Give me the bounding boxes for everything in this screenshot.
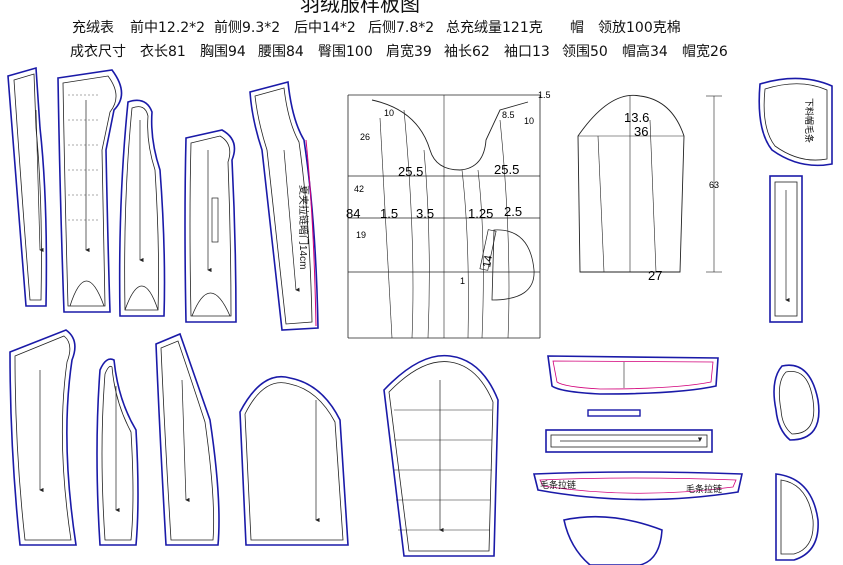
sleeve-label: 13.6 (624, 110, 649, 125)
hood-center-strip (769, 175, 803, 323)
pocket-bag-piece (773, 364, 820, 441)
pocket-facing-piece (775, 473, 819, 561)
lining-side-piece (96, 358, 139, 546)
hood-side-piece: 下料帽毛条 (758, 77, 833, 167)
fill-item: 总充绒量121克 (446, 20, 543, 36)
draft-label: 25.5 (398, 164, 423, 179)
draft-label: 1 (460, 276, 465, 286)
back-center-piece (184, 129, 237, 323)
lining-back-piece (155, 332, 220, 546)
lining-front-piece (9, 329, 77, 546)
garment-size-label: 成衣尺寸 (70, 44, 126, 60)
fur-strip-note: 毛条拉链 (686, 483, 722, 494)
size-item: 腰围84 (258, 44, 304, 60)
zipper-tab-piece (587, 409, 641, 417)
draft-label: 10 (384, 108, 394, 118)
hood-lining-piece (563, 515, 663, 565)
fill-item: 前中12.2*2 (130, 20, 206, 36)
draft-label: 42 (354, 184, 364, 194)
size-item: 领围50 (562, 44, 608, 60)
draft-label: 2.5 (504, 204, 522, 219)
size-item: 肩宽39 (386, 44, 432, 60)
sleeve-draft: 13.6 36 63 27 (577, 94, 722, 283)
draft-label: 8.5 (502, 110, 515, 120)
body-draft: 10 8.5 1.5 10 26 25.5 25.5 42 84 1.5 3.5… (346, 90, 551, 339)
sleeve-label: 63 (709, 180, 719, 190)
sleeve-label: 36 (634, 124, 648, 139)
placket-strip-piece (545, 429, 713, 453)
size-item: 臀围100 (318, 44, 373, 60)
front-side-piece (57, 69, 123, 313)
fill-item: 帽 (570, 20, 584, 36)
draft-label: 84 (346, 206, 360, 221)
hood-note: 下料帽毛条 (804, 98, 815, 143)
size-item: 衣长81 (140, 44, 186, 60)
fill-item: 后侧7.8*2 (368, 20, 435, 36)
draft-label: 1.25 (468, 206, 493, 221)
fill-item: 前侧9.3*2 (214, 20, 281, 36)
fur-strip-piece: 毛条拉链 毛条拉链 (532, 471, 743, 501)
lining-sleeve-piece (239, 376, 349, 546)
page-title: 羽绒服样板图 (300, 0, 420, 16)
collar-piece (547, 355, 719, 395)
size-item: 帽高34 (622, 44, 668, 60)
draft-label: 19 (356, 230, 366, 240)
fill-item: 后中14*2 (294, 20, 356, 36)
draft-label: 10 (524, 116, 534, 126)
shell-sleeve-piece (383, 354, 499, 557)
draft-label: 25.5 (494, 162, 519, 177)
fill-table-label: 充绒表 (72, 20, 114, 36)
draft-label: 26 (360, 132, 370, 142)
size-item: 帽宽26 (682, 44, 728, 60)
front-center-piece (7, 66, 48, 307)
fur-strip-note: 毛条拉链 (540, 479, 576, 490)
fill-item: 领放100克棉 (598, 20, 681, 36)
size-item: 袖长62 (444, 44, 490, 60)
draft-label: 3.5 (416, 206, 434, 221)
back-side-piece (118, 99, 166, 317)
size-item: 胸围94 (200, 44, 246, 60)
seam-note-label: 夏夹拉链暗门14cm (297, 185, 310, 269)
size-item: 袖口13 (504, 44, 550, 60)
sleeve-label: 27 (648, 268, 662, 283)
draft-label: 1.5 (538, 90, 551, 100)
draft-label: 14 (481, 254, 495, 268)
front-placket-piece: 夏夹拉链暗门14cm (249, 80, 319, 331)
draft-label: 1.5 (380, 206, 398, 221)
